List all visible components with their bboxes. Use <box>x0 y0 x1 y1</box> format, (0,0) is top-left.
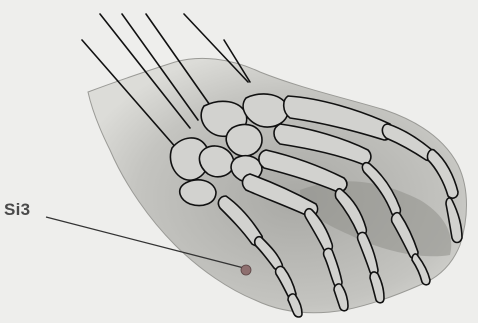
si3-point-label: Si3 <box>4 200 30 220</box>
si3-point-marker[interactable] <box>241 265 251 275</box>
